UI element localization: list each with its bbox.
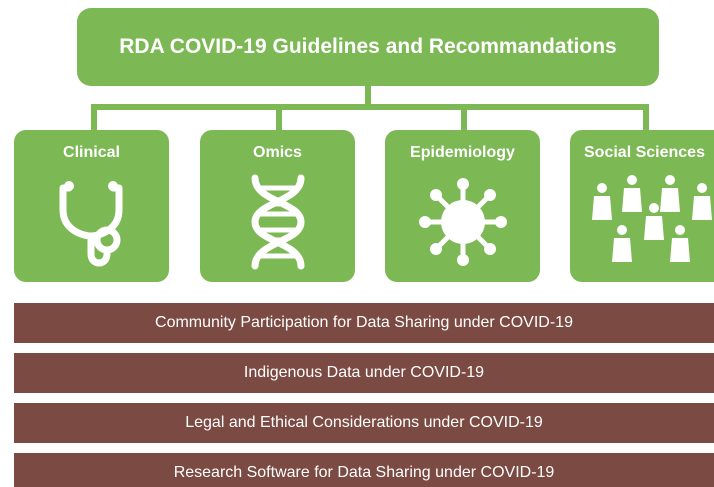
band-label: Research Software for Data Sharing under… bbox=[173, 464, 555, 481]
connector-drop-omics bbox=[276, 104, 282, 132]
band-label: Community Participation for Data Sharing… bbox=[155, 314, 573, 331]
band-label: Indigenous Data under COVID-19 bbox=[243, 364, 485, 381]
band-label: Legal and Ethical Considerations under C… bbox=[185, 414, 543, 431]
card-label-epidemiology: Epidemiology bbox=[410, 144, 515, 161]
connector-trunk bbox=[365, 86, 371, 106]
stethoscope-icon bbox=[14, 174, 169, 270]
card-epidemiology: Epidemiology bbox=[385, 130, 540, 282]
connector-drop-social-sciences bbox=[643, 104, 649, 132]
band-community-participation: Community Participation for Data Sharing… bbox=[14, 303, 714, 343]
dna-helix-icon bbox=[200, 174, 355, 270]
people-icon bbox=[570, 174, 714, 270]
connector-drop-clinical bbox=[91, 104, 97, 132]
card-social-sciences: Social Sciences bbox=[570, 130, 714, 282]
card-label-omics: Omics bbox=[253, 144, 302, 161]
band-research-software: Research Software for Data Sharing under… bbox=[14, 453, 714, 487]
band-legal-ethical: Legal and Ethical Considerations under C… bbox=[14, 403, 714, 443]
card-omics: Omics bbox=[200, 130, 355, 282]
card-clinical: Clinical bbox=[14, 130, 169, 282]
card-label-social-sciences: Social Sciences bbox=[584, 144, 705, 161]
connector-drop-epidemiology bbox=[461, 104, 467, 132]
root-title-box: RDA COVID-19 Guidelines and Recommandati… bbox=[77, 8, 659, 86]
root-title: RDA COVID-19 Guidelines and Recommandati… bbox=[119, 35, 617, 58]
connector-bar bbox=[91, 104, 649, 110]
band-indigenous-data: Indigenous Data under COVID-19 bbox=[14, 353, 714, 393]
card-label-clinical: Clinical bbox=[63, 144, 120, 161]
virus-icon bbox=[385, 174, 540, 270]
